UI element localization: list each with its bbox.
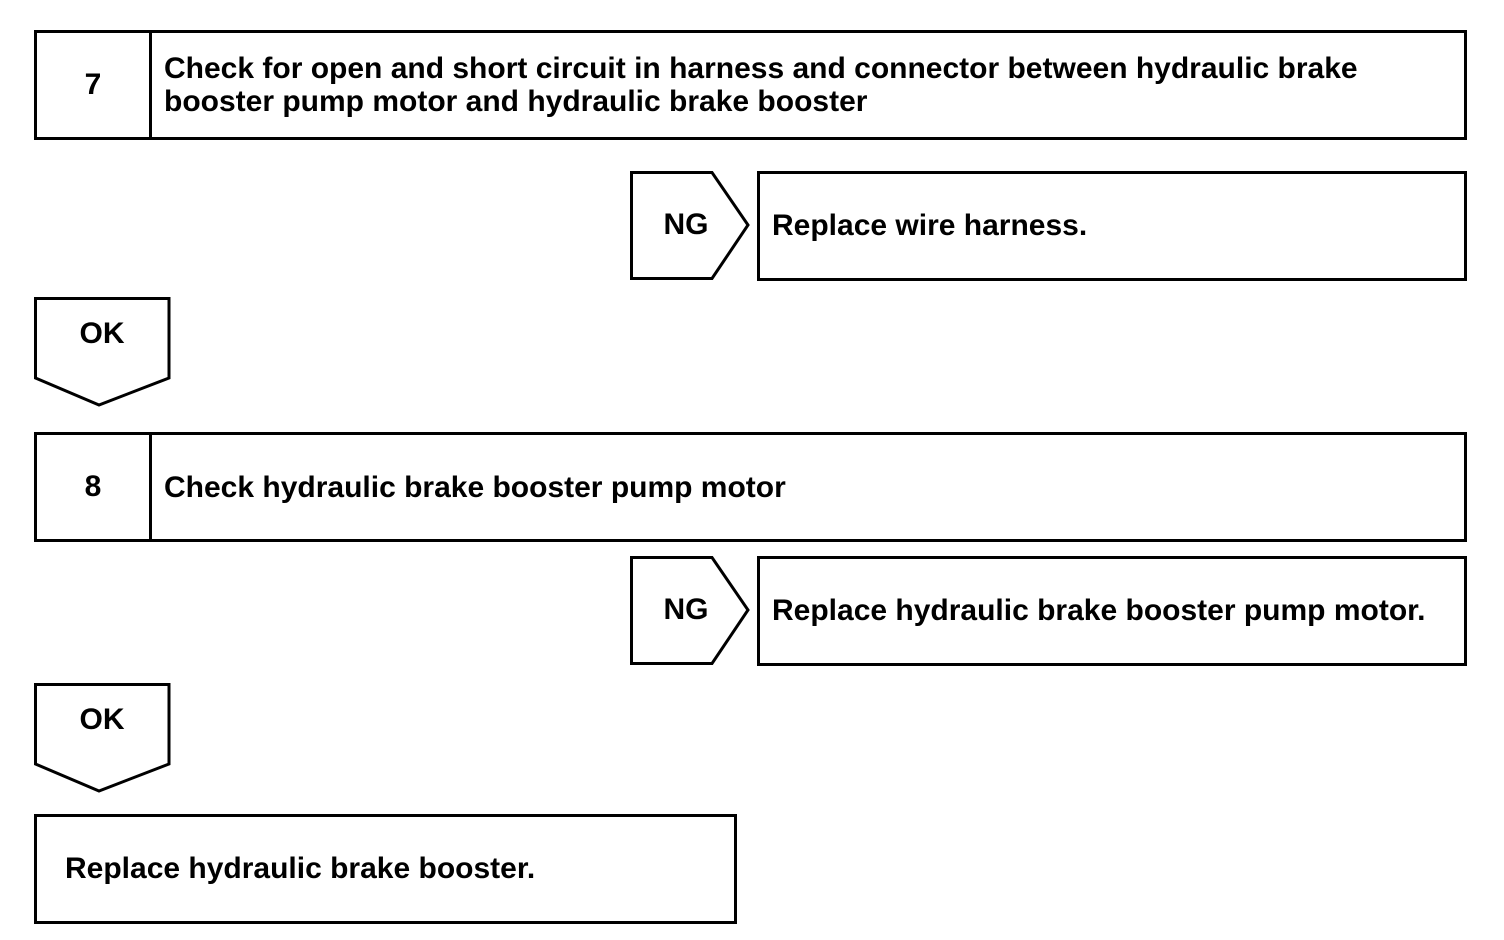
step-title: Check hydraulic brake booster pump motor bbox=[164, 470, 786, 504]
ng-action-box-step-8: Replace hydraulic brake booster pump mot… bbox=[757, 556, 1467, 666]
ng-arrow-shape bbox=[630, 556, 750, 665]
step-7-box: 7 Check for open and short circuit in ha… bbox=[34, 30, 1467, 140]
step-8-box: 8 Check hydraulic brake booster pump mot… bbox=[34, 432, 1467, 542]
ng-action-box-step-7: Replace wire harness. bbox=[757, 171, 1467, 281]
ok-arrow-step-7: OK bbox=[34, 297, 172, 409]
ng-action-text: Replace wire harness. bbox=[772, 209, 1088, 242]
ok-arrow-shape bbox=[34, 683, 171, 793]
ok-arrow-step-8: OK bbox=[34, 683, 172, 795]
final-action-text: Replace hydraulic brake booster. bbox=[65, 852, 536, 885]
ng-action-text: Replace hydraulic brake booster pump mot… bbox=[772, 594, 1426, 627]
ng-label: NG bbox=[663, 208, 709, 241]
step-number: 7 bbox=[37, 33, 152, 137]
ok-label: OK bbox=[79, 317, 125, 350]
step-title: Check for open and short circuit in harn… bbox=[164, 52, 1358, 118]
final-action-box: Replace hydraulic brake booster. bbox=[34, 814, 737, 924]
ok-arrow-shape bbox=[34, 297, 171, 407]
ng-arrow-shape bbox=[630, 171, 750, 280]
ng-label: NG bbox=[663, 593, 709, 626]
step-number: 8 bbox=[37, 435, 152, 539]
ng-arrow-step-7: NG bbox=[630, 171, 752, 281]
ok-label: OK bbox=[79, 703, 125, 736]
ng-arrow-step-8: NG bbox=[630, 556, 752, 666]
